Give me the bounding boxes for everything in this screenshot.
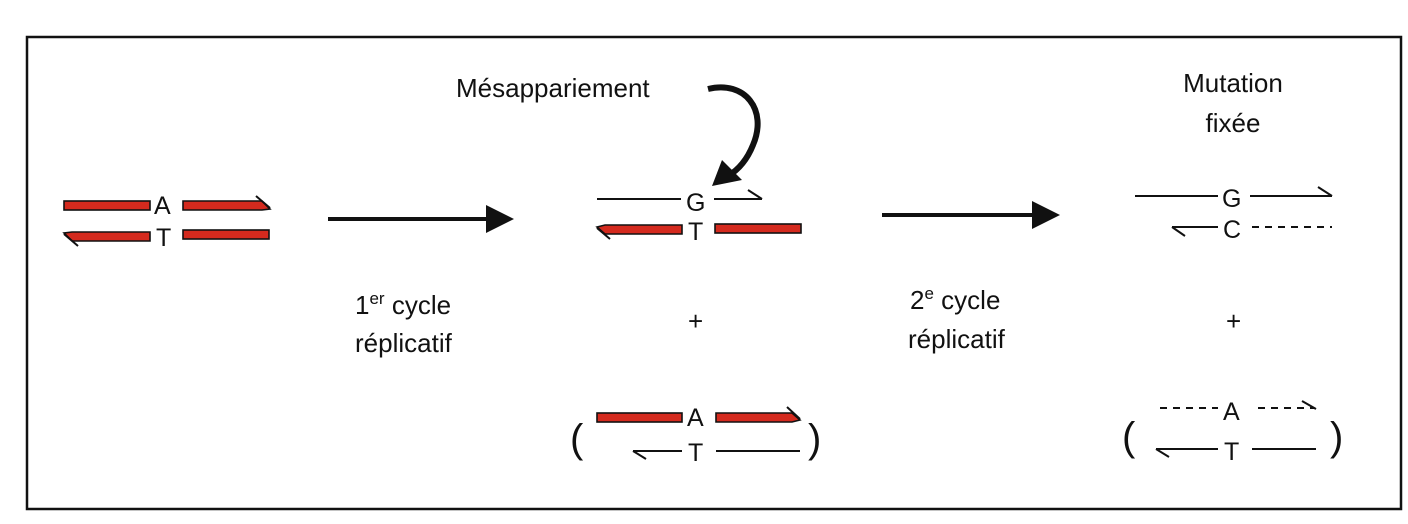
cycle1-label-line1: 1er cycle [355, 289, 451, 320]
cycle2-normal-bottom-base: T [1224, 438, 1239, 466]
cycle2-paren-open: ( [1122, 415, 1136, 459]
cycle1-normal-duplex: ( A T ) [570, 404, 821, 467]
mismatch-arrowhead [712, 160, 742, 186]
cycle1-arrow [328, 205, 514, 233]
diagram-frame [25, 35, 1403, 511]
parent-bottom-base: T [156, 224, 171, 252]
mismatch-label: Mésappariement [456, 73, 650, 103]
cycle1-paren-open: ( [570, 417, 584, 461]
cycle1-mutant-top-base: G [686, 189, 705, 217]
parent-bottom-left-strand [62, 231, 151, 242]
cycle1-paren-close: ) [808, 417, 821, 461]
cycle1-template-left [595, 224, 683, 235]
parent-top-right-strand [182, 200, 272, 211]
cycle2-paren-close: ) [1330, 415, 1343, 459]
cycle2-normal-duplex: ( A T ) [1122, 398, 1343, 466]
cycle1-plus: + [688, 306, 703, 336]
cycle2-mutant-duplex: G C [1135, 185, 1333, 244]
cycle2-label-line1: 2e cycle [910, 284, 1000, 315]
parent-top-base: A [154, 192, 171, 220]
cycle1-normal-template-left [596, 412, 683, 423]
parent-top-arrowhead [255, 195, 271, 209]
cycle1-normal-top-base: A [687, 404, 704, 432]
cycle2-label-line2: réplicatif [908, 324, 1006, 354]
parent-bottom-arrowhead [63, 233, 79, 247]
cycle1-template-right [714, 223, 802, 234]
parent-bottom-right-strand [182, 229, 270, 240]
cycle1-normal-bottom-base: T [688, 439, 703, 467]
parent-top-left-strand [63, 200, 151, 211]
cycle2-mutant-bottom-base: C [1223, 216, 1241, 244]
cycle1-mutant-bottom-base: T [688, 218, 703, 246]
cycle1-normal-template-right [715, 412, 802, 423]
mismatch-curved-arrow [707, 84, 761, 179]
mutation-label-line1: Mutation [1183, 68, 1283, 98]
cycle1-label-line2: réplicatif [355, 328, 453, 358]
parent-duplex: A T [62, 192, 272, 252]
cycle1-new-strand-arrowhead [747, 189, 763, 200]
cycle2-mutant-top-base: G [1222, 185, 1241, 213]
mutation-label-line2: fixée [1206, 108, 1261, 138]
cycle1-mutant-duplex: G T [595, 189, 802, 246]
cycle2-arrow [882, 201, 1060, 229]
cycle2-normal-top-base: A [1223, 398, 1240, 426]
cycle2-plus: + [1226, 306, 1241, 336]
